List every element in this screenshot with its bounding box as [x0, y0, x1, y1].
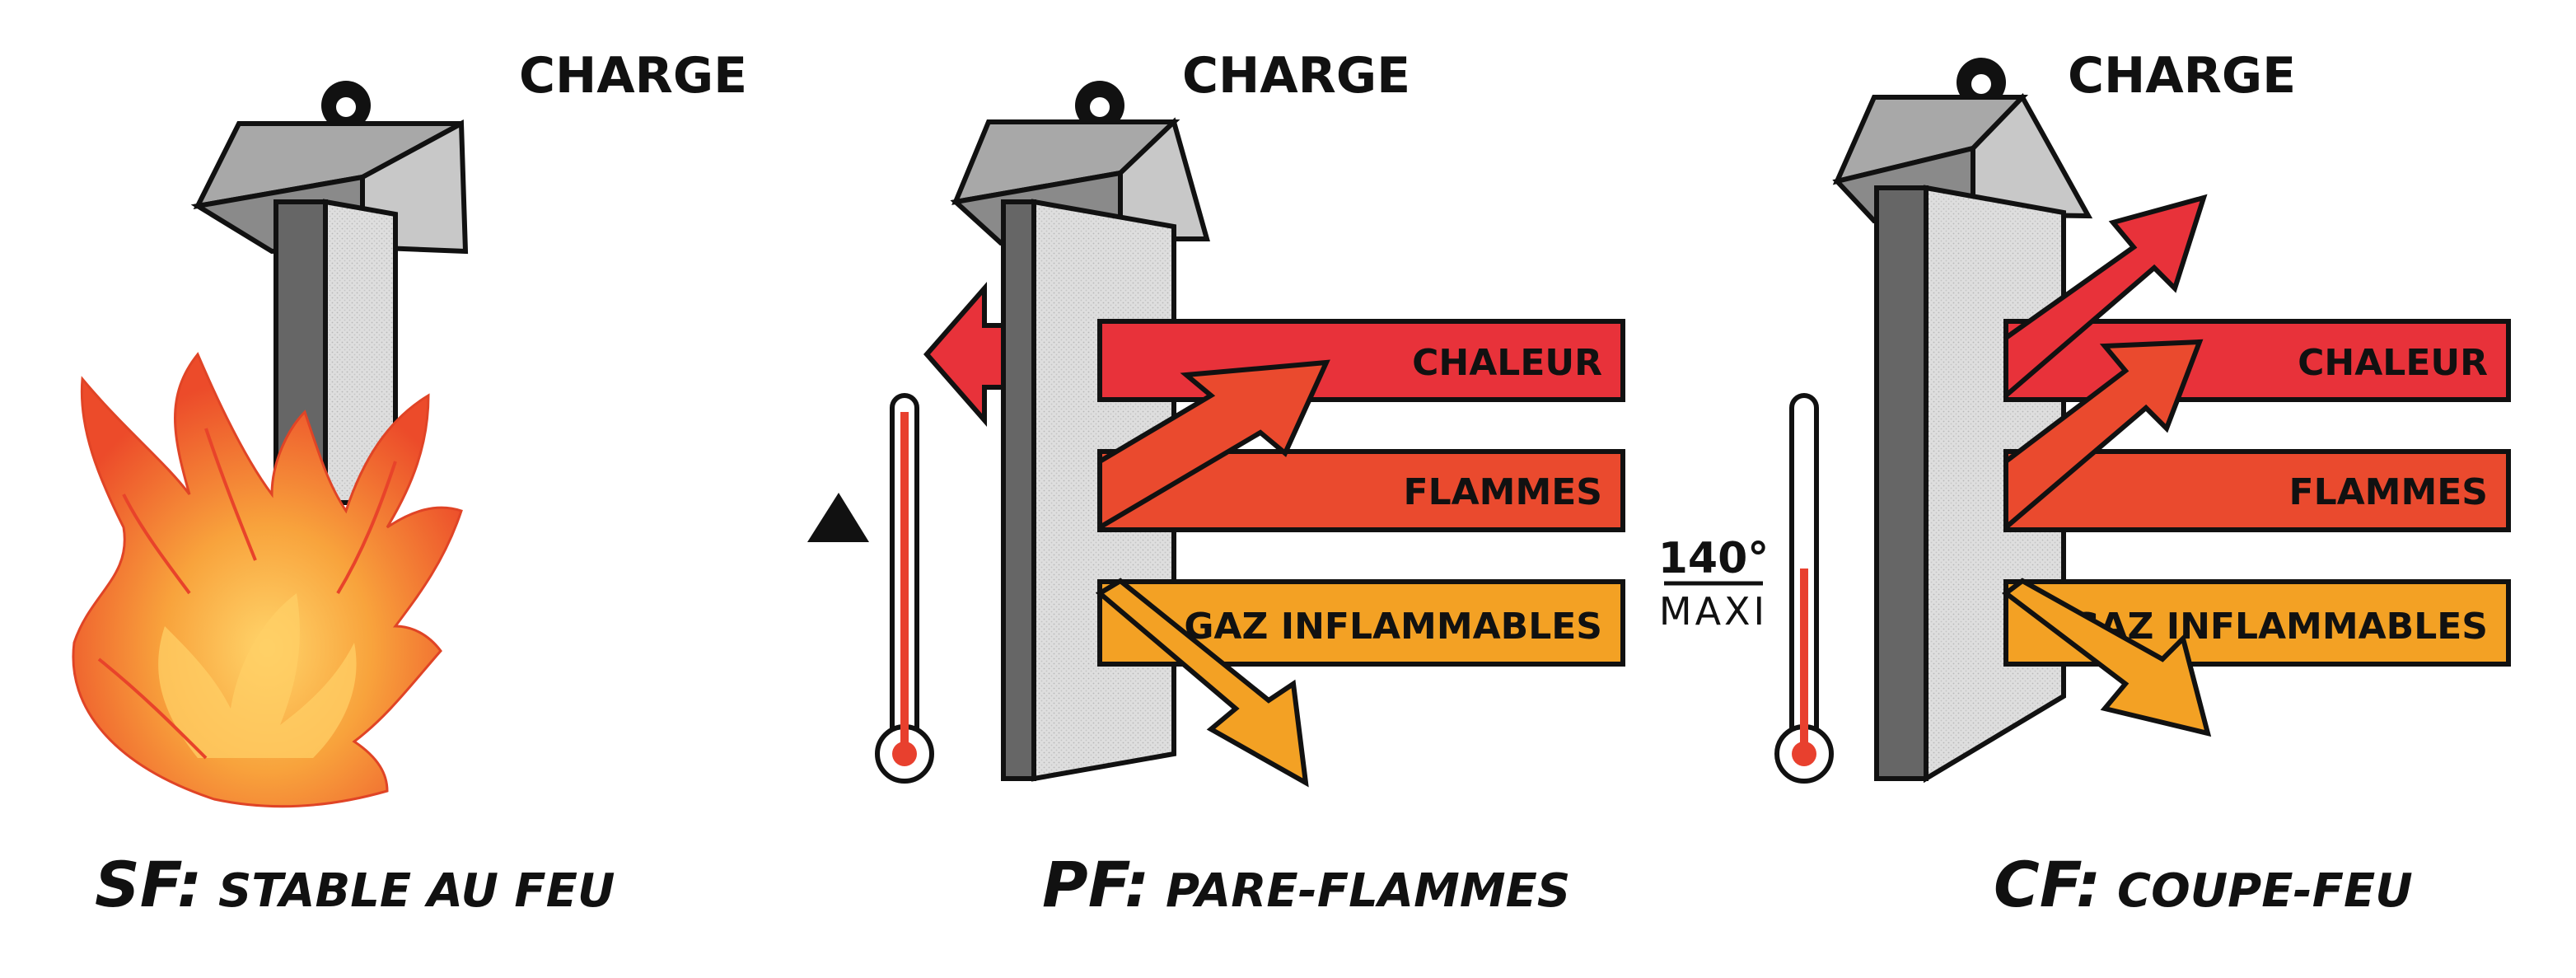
temperature-limit: 140° MAXI — [1658, 534, 1770, 634]
band-label: GAZ INFLAMMABLES — [2069, 606, 2488, 648]
thermometer-icon — [1774, 393, 1834, 784]
band-chaleur: CHALEUR — [2003, 319, 2511, 402]
panel-sf: CHARGE SF : STABLE AU FEU — [72, 47, 747, 921]
caption-sep: : — [1124, 848, 1149, 921]
load-label: CHARGE — [519, 47, 747, 105]
band-label: CHALEUR — [1412, 342, 1602, 384]
caption-abbr: CF — [1994, 848, 2083, 921]
band-label: GAZ INFLAMMABLES — [1184, 606, 1602, 648]
flame-deflect-arrow-icon — [1097, 359, 1330, 532]
band-flammes: FLAMMES — [1097, 449, 1625, 532]
caption-abbr: PF — [1042, 848, 1131, 921]
caption-text: STABLE AU FEU — [218, 864, 615, 918]
column-icon — [273, 199, 398, 505]
caption-abbr: SF — [95, 848, 183, 921]
panel-pf: CHARGE CHALEUR FLAMMES GAZ INFLAMMABL — [807, 47, 1625, 921]
caption-sep: : — [177, 848, 202, 921]
caption-text: PARE-FLAMMES — [1166, 864, 1570, 918]
load-label: CHARGE — [1182, 47, 1410, 105]
heat-deflect-arrow-icon — [2003, 194, 2208, 401]
caption-sep: : — [2076, 848, 2101, 921]
temperature-unit: MAXI — [1659, 589, 1768, 634]
rising-temperature-icon — [807, 493, 869, 542]
thermometer-icon — [875, 393, 934, 784]
heat-escape-arrow-icon — [923, 282, 1006, 427]
panel-cf: CHARGE CHALEUR FLAMMES GAZ INFLAMMABLES — [1658, 47, 2511, 921]
column-cap-icon — [1832, 93, 2093, 224]
load-hook-icon — [1075, 81, 1124, 130]
load-hook-icon — [321, 81, 371, 130]
gas-deflect-arrow-icon — [2002, 578, 2212, 737]
band-label: FLAMMES — [2289, 471, 2488, 513]
caption-text: COUPE-FEU — [2117, 864, 2413, 918]
flame-deflect-arrow-icon — [2003, 339, 2204, 533]
band-label: FLAMMES — [1404, 471, 1602, 513]
temperature-value: 140° — [1658, 534, 1770, 583]
band-chaleur: CHALEUR — [1097, 319, 1625, 402]
load-label: CHARGE — [2068, 47, 2296, 105]
gas-deflect-arrow-icon — [1095, 578, 1309, 788]
band-label: CHALEUR — [2298, 342, 2488, 384]
band-flammes: FLAMMES — [2003, 449, 2511, 532]
fire-icon — [72, 352, 463, 808]
